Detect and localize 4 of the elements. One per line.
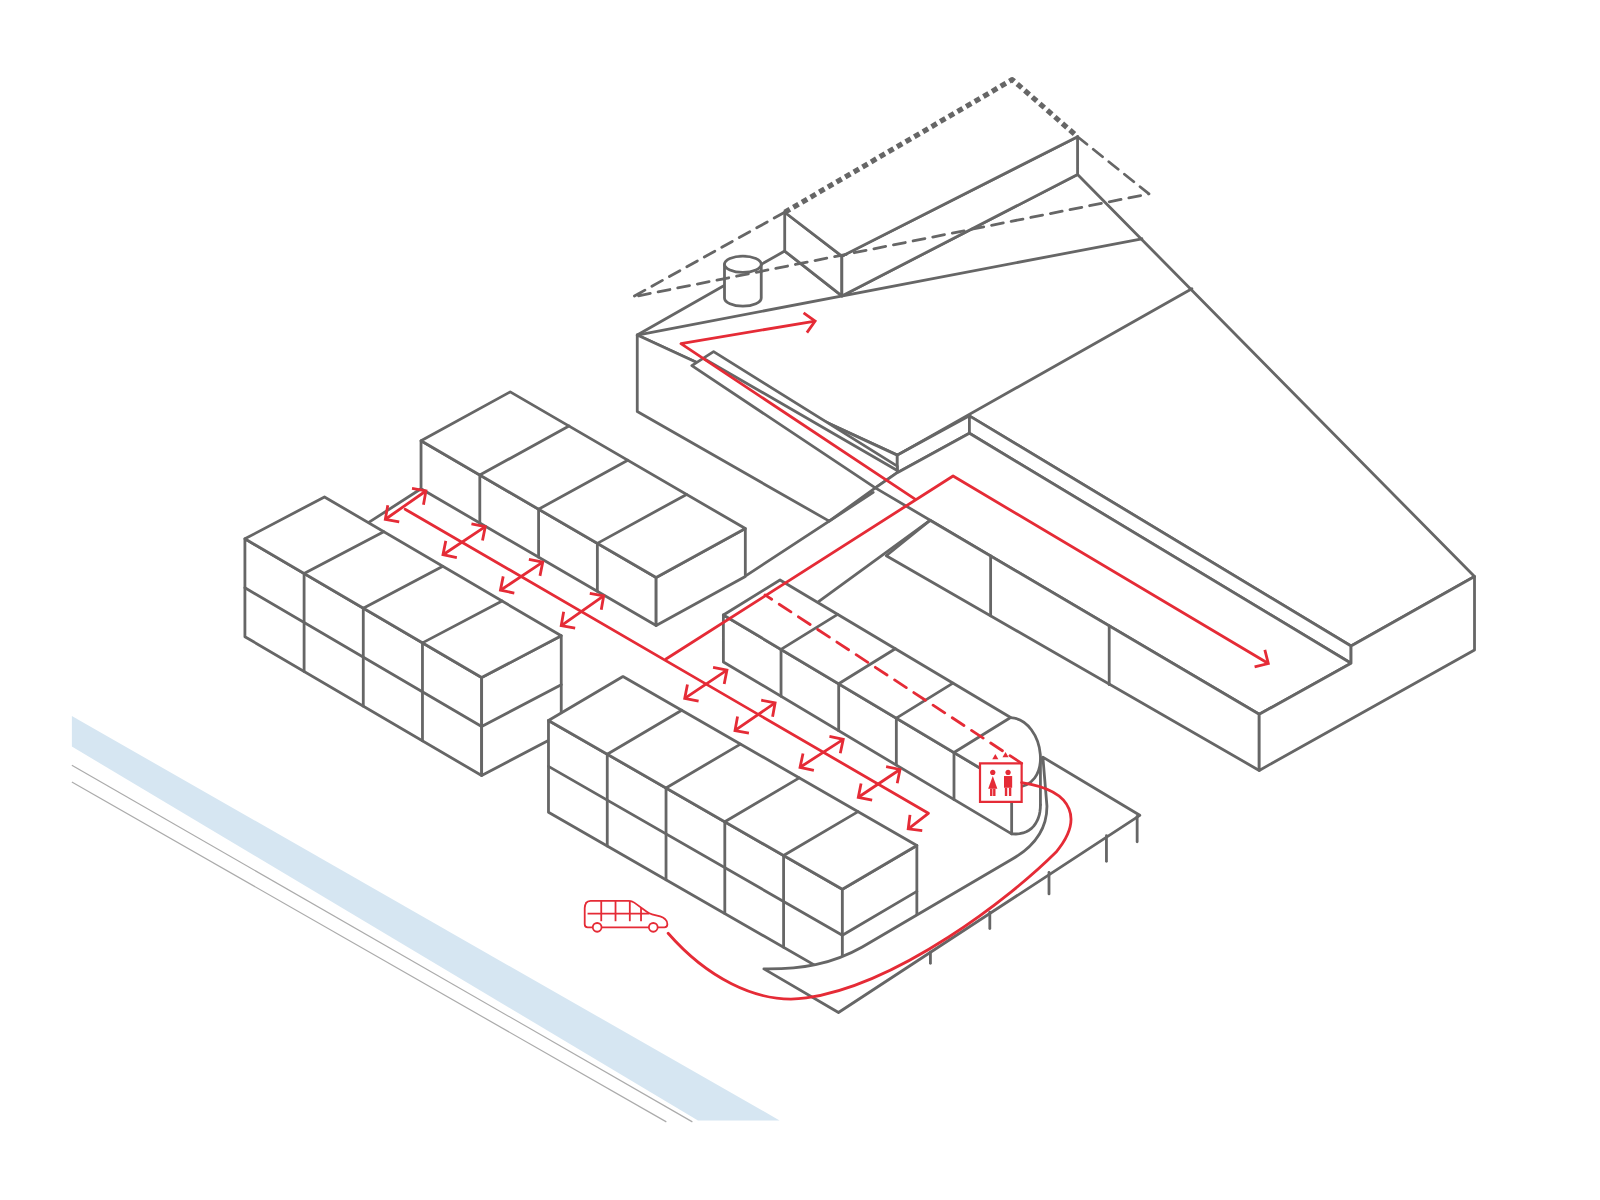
elevator-icon xyxy=(978,752,1023,803)
dashed-route-line xyxy=(763,593,1024,765)
route-line xyxy=(666,781,1073,1001)
van-icon xyxy=(583,899,669,933)
